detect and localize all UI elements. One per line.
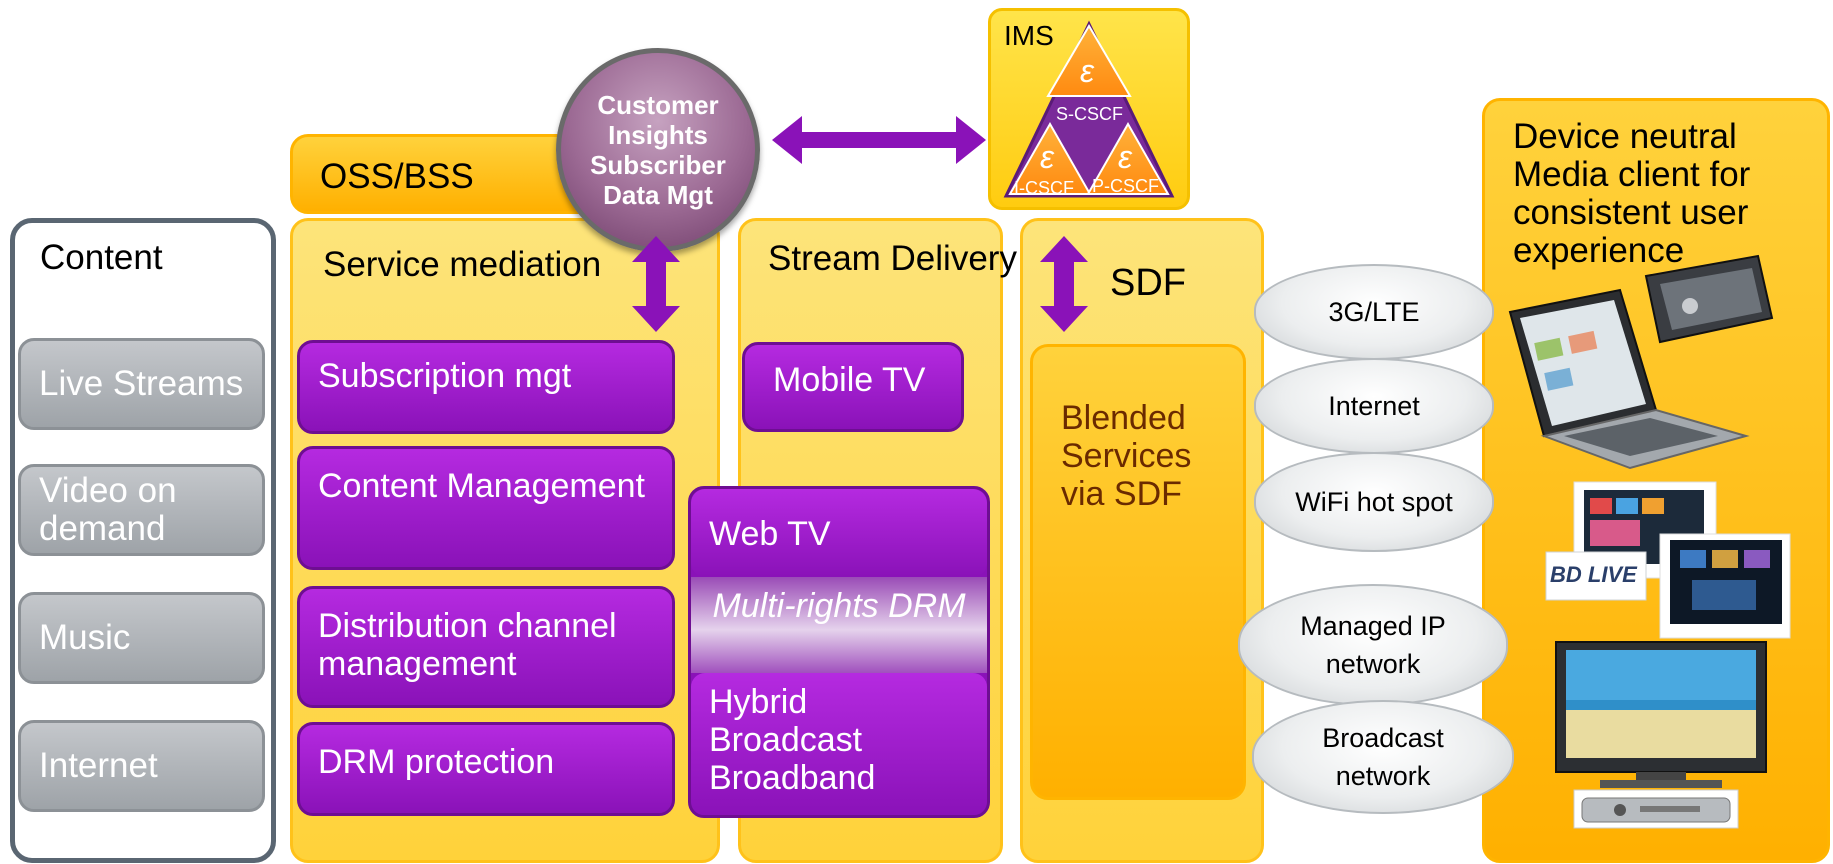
distribution-channel-box: Distribution channel management	[297, 586, 675, 708]
ims-label: IMS	[1004, 20, 1054, 51]
flat-tv-icon	[1555, 641, 1767, 788]
content-management-box: Content Management	[297, 446, 675, 570]
tv-bd-icon: BD LIVE	[1545, 481, 1791, 639]
mobile-tv-box: Mobile TV	[742, 342, 964, 432]
p-cscf-triangle	[1086, 121, 1170, 195]
service-mediation-arrow	[632, 236, 680, 332]
device-title: Device neutral Media client for consiste…	[1513, 117, 1751, 270]
stream-delivery-title: Stream Delivery	[768, 239, 1017, 278]
cloud-managed-ip: Managed IP network	[1238, 584, 1508, 706]
insights-ims-arrow	[772, 116, 986, 164]
service-mediation-title: Service mediation	[323, 245, 602, 284]
customer-insights-circle: Customer Insights Subscriber Data Mgt	[556, 48, 760, 252]
i-cscf-epsilon-icon: ε	[1040, 139, 1055, 175]
content-item-music: Music	[18, 592, 265, 684]
web-tv-box: Web TV	[691, 489, 987, 577]
ims-triangles: ε ε ε S-CSCF I-CSCF P-CSCF	[1003, 20, 1175, 198]
hybrid-broadcast-box: Hybrid Broadcast Broadband	[691, 673, 987, 815]
drm-protection-box: DRM protection	[297, 722, 675, 816]
cloud-internet: Internet	[1254, 358, 1494, 454]
laptop-icon	[1508, 288, 1750, 470]
i-cscf-triangle	[1008, 121, 1092, 195]
s-cscf-epsilon-icon: ε	[1080, 53, 1095, 89]
cloud-wifi-hotspot: WiFi hot spot	[1254, 452, 1494, 552]
content-title: Content	[40, 238, 163, 277]
content-item-internet: Internet	[18, 720, 265, 812]
s-cscf-triangle	[1046, 24, 1132, 97]
p-cscf-label: P-CSCF	[1092, 176, 1159, 196]
sdf-arrow	[1040, 236, 1088, 332]
bd-live-logo: BD LIVE	[1550, 562, 1638, 587]
set-top-box-icon	[1573, 789, 1739, 829]
cloud-broadcast: Broadcast network	[1252, 700, 1514, 814]
web-tv-stack: Web TV Multi-rights DRM Hybrid Broadcast…	[688, 486, 990, 818]
sdf-title: SDF	[1110, 262, 1186, 304]
subscription-mgt-box: Subscription mgt	[297, 340, 675, 434]
i-cscf-label: I-CSCF	[1014, 178, 1074, 198]
cloud-3g-lte: 3G/LTE	[1254, 264, 1494, 360]
p-cscf-epsilon-icon: ε	[1118, 139, 1133, 175]
multi-rights-drm-band: Multi-rights DRM	[691, 577, 987, 673]
blended-services-box: Blended Services via SDF	[1030, 344, 1246, 800]
device-illustrations: BD LIVE	[1508, 254, 1791, 829]
content-item-video-on-demand: Video on demand	[18, 464, 265, 556]
content-item-live-streams: Live Streams	[18, 338, 265, 430]
phone-icon	[1644, 254, 1774, 344]
oss-bss-label: OSS/BSS	[320, 157, 474, 196]
s-cscf-label: S-CSCF	[1056, 104, 1123, 124]
